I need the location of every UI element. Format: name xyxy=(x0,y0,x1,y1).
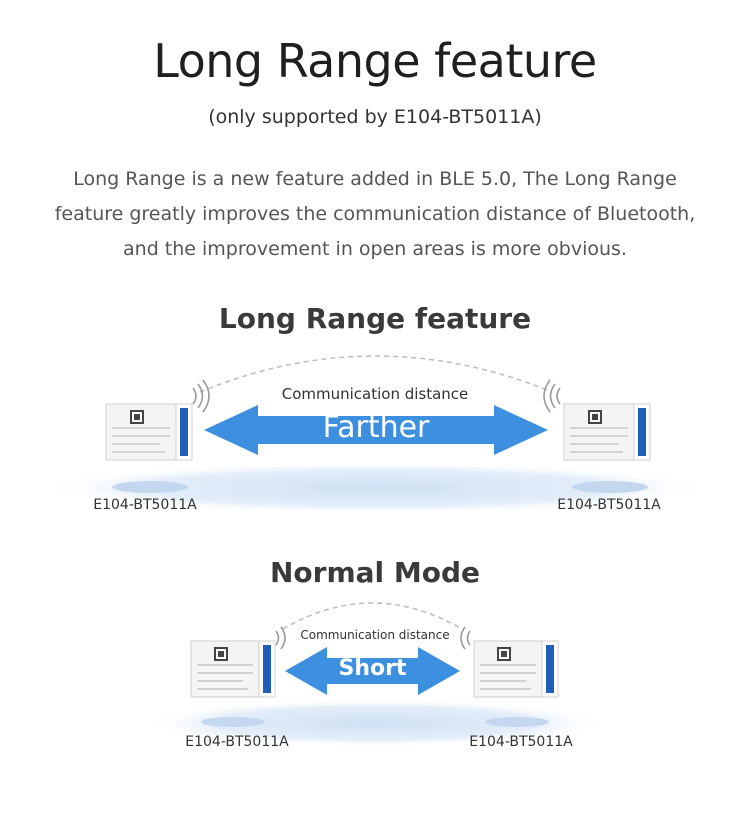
signal-icon-left xyxy=(192,379,210,413)
page-title: Long Range feature xyxy=(153,34,597,88)
comm-distance-label: Communication distance xyxy=(300,628,450,642)
module-right xyxy=(473,640,559,698)
long-range-heading: Long Range feature xyxy=(218,302,532,335)
signal-icon-right xyxy=(543,379,561,413)
module-left xyxy=(105,403,193,461)
left-shadow xyxy=(112,481,188,493)
ground-ellipse xyxy=(143,699,607,747)
device-label-left: E104-BT5011A xyxy=(93,497,197,513)
long-range-graphic xyxy=(42,355,712,514)
right-shadow xyxy=(572,481,648,493)
feature-description: Long Range is a new feature added in BLE… xyxy=(54,168,696,260)
signal-arc xyxy=(282,602,463,630)
device-label-right: E104-BT5011A xyxy=(557,497,661,513)
comm-distance-label: Communication distance xyxy=(281,385,469,403)
normal-mode-diagram: Communication distance Short E104-BT5011… xyxy=(0,595,750,765)
arrow-label-farther: Farther xyxy=(322,410,430,445)
page-subtitle: (only supported by E104-BT5011A) xyxy=(208,106,542,128)
double-arrow-long xyxy=(204,405,548,455)
arrow-label-short: Short xyxy=(338,656,407,681)
module-left xyxy=(190,640,276,698)
signal-icon-right xyxy=(460,626,471,650)
double-arrow-short xyxy=(285,647,460,695)
device-label-right: E104-BT5011A xyxy=(469,734,573,750)
normal-mode-graphic xyxy=(143,602,607,747)
device-label-left: E104-BT5011A xyxy=(185,734,289,750)
left-shadow xyxy=(201,717,265,727)
signal-arc xyxy=(199,355,553,393)
normal-mode-heading: Normal Mode xyxy=(269,556,481,589)
long-range-diagram: Communication distance Farther E104-BT50… xyxy=(0,355,750,520)
right-shadow xyxy=(485,717,549,727)
ground-ellipse xyxy=(42,462,712,514)
module-right xyxy=(563,403,651,461)
signal-icon-left xyxy=(275,626,286,650)
